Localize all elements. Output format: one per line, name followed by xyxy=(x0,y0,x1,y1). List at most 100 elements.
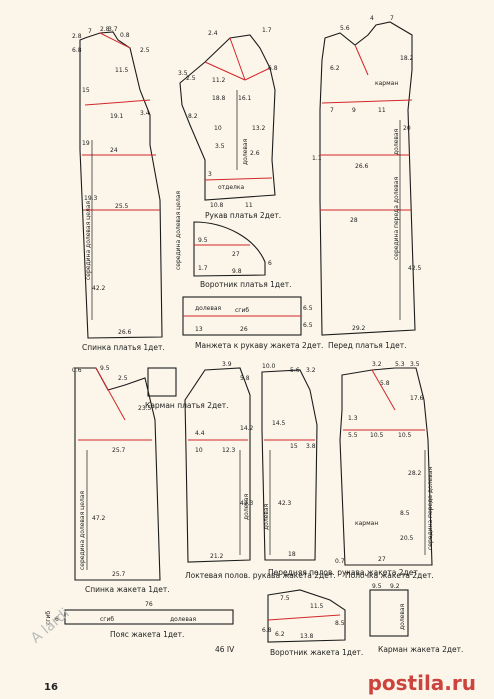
elbow-grain-label: долевая xyxy=(243,493,250,520)
caption-pocket: Карман платья 2дет. xyxy=(145,401,229,410)
back-center-label: середина долевая целая xyxy=(85,201,92,280)
dim: 1.1 xyxy=(312,155,322,162)
dim: 11 xyxy=(245,202,253,209)
dim: 26.6 xyxy=(355,163,369,170)
dim: 7 xyxy=(330,107,334,114)
dim: 25.7 xyxy=(112,571,126,578)
jb-center-label: середина долевая целая xyxy=(79,491,86,570)
dim: 16.1 xyxy=(238,95,252,102)
dim: 0.7 xyxy=(335,558,345,565)
dim: 4.4 xyxy=(195,430,205,437)
dim: 19.1 xyxy=(110,113,124,120)
front-sleeve-outline xyxy=(261,369,318,561)
sleeve-cuff-line xyxy=(204,177,273,181)
belt-outline xyxy=(64,609,234,625)
dim: 1.7 xyxy=(262,27,272,34)
dim: 9.2 xyxy=(390,583,400,590)
dim: 24 xyxy=(110,147,118,154)
front-pocket-label: карман xyxy=(375,80,398,87)
dim: 17.6 xyxy=(410,395,424,402)
dim: 6.8 xyxy=(262,627,272,634)
belt-fold-side-label: сгиб xyxy=(45,611,52,625)
dim: 25.5 xyxy=(115,203,129,210)
dim: 3.5 xyxy=(215,143,225,150)
caption-jacket-front: Полочка жакета 2дет. xyxy=(345,571,434,580)
caption-jacket-collar: Воротник жакета 1дет. xyxy=(270,648,363,657)
dim: 42.5 xyxy=(408,265,422,272)
dim: 11.2 xyxy=(212,77,226,84)
dim: 0.6 xyxy=(72,367,82,374)
dim: 3 xyxy=(208,171,212,178)
jacket-front-outline xyxy=(339,367,433,566)
caption-back: Спинка платья 1дет. xyxy=(82,343,165,352)
dim: 9.5 xyxy=(100,365,110,372)
dim: 6.2 xyxy=(275,631,285,638)
caption-front: Перед платья 1дет. xyxy=(328,341,407,350)
dim: 76 xyxy=(145,601,153,608)
dim: 15 xyxy=(82,87,90,94)
back-waist-line xyxy=(84,99,151,106)
dim: 10 xyxy=(195,447,203,454)
dim: 14.2 xyxy=(240,425,254,432)
dim: 27 xyxy=(232,251,240,258)
dim: 5.8 xyxy=(380,380,390,387)
dim: 8.2 xyxy=(188,113,198,120)
caption-belt: Пояс жакета 1дет. xyxy=(110,630,184,639)
jacket-pocket-outline xyxy=(369,589,409,637)
dim: 3.8 xyxy=(306,443,316,450)
dim: 9.5 xyxy=(372,583,382,590)
caption-cuff: Манжета к рукаву жакета 2дет. xyxy=(195,341,323,350)
dim: 3.7 xyxy=(108,26,118,33)
dim: 14.5 xyxy=(272,420,286,427)
caption-sleeve: Рукав платья 2дет. xyxy=(205,211,281,220)
collar-outline xyxy=(193,221,266,277)
dim: 6.5 xyxy=(303,322,313,329)
jf-red-dart xyxy=(371,369,396,411)
dim: 3.2 xyxy=(372,361,382,368)
dim: 10.5 xyxy=(398,432,412,439)
dim: 7.5 xyxy=(280,595,290,602)
dim: 21.2 xyxy=(210,553,224,560)
dim: 23.5 xyxy=(138,405,152,412)
front-waist-line xyxy=(321,99,413,104)
dim: 28.2 xyxy=(408,470,422,477)
dim: 6 xyxy=(55,616,59,623)
dim: 20.5 xyxy=(400,535,414,542)
dim: 5.3 xyxy=(395,361,405,368)
sleeve-outline xyxy=(179,34,276,201)
dim: 27 xyxy=(378,556,386,563)
cuff-grain-label: долевая xyxy=(195,305,222,312)
dim: 12.3 xyxy=(222,447,236,454)
dim: 18 xyxy=(288,551,296,558)
dim: 26.6 xyxy=(118,329,132,336)
front-dress-outline xyxy=(319,21,416,336)
dim: 28 xyxy=(350,217,358,224)
dim: 15 xyxy=(290,443,298,450)
belt-fold-label: сгиб xyxy=(100,616,114,623)
back-dart xyxy=(99,32,131,49)
elbow-sleeve-outline xyxy=(184,367,251,563)
cuff-fold-label: сгиб xyxy=(235,307,249,314)
sleeve-red-1 xyxy=(204,61,246,81)
pocket-dress-outline xyxy=(147,367,177,397)
front-grain-label: долевая xyxy=(393,128,400,155)
dim: 3.5 xyxy=(410,361,420,368)
dim: 3.2 xyxy=(306,367,316,374)
front-dart xyxy=(354,44,369,76)
collar-center-label: середина долевая целая xyxy=(175,191,182,270)
dim: 10.8 xyxy=(210,202,224,209)
dim: 6.8 xyxy=(72,47,82,54)
dim: 20 xyxy=(403,125,411,132)
dim: 7 xyxy=(390,15,394,22)
dim: 3.9 xyxy=(222,361,232,368)
dim: 5.6 xyxy=(340,25,350,32)
dim: 42.3 xyxy=(240,500,254,507)
dim: 2.4 xyxy=(208,30,218,37)
dim: 47.2 xyxy=(92,515,106,522)
dim: 2.5 xyxy=(118,375,128,382)
dim: 13 xyxy=(195,326,203,333)
jf-pocket-label: карман xyxy=(355,520,378,527)
dim: 6.2 xyxy=(330,65,340,72)
dim: 3.5 xyxy=(178,70,188,77)
